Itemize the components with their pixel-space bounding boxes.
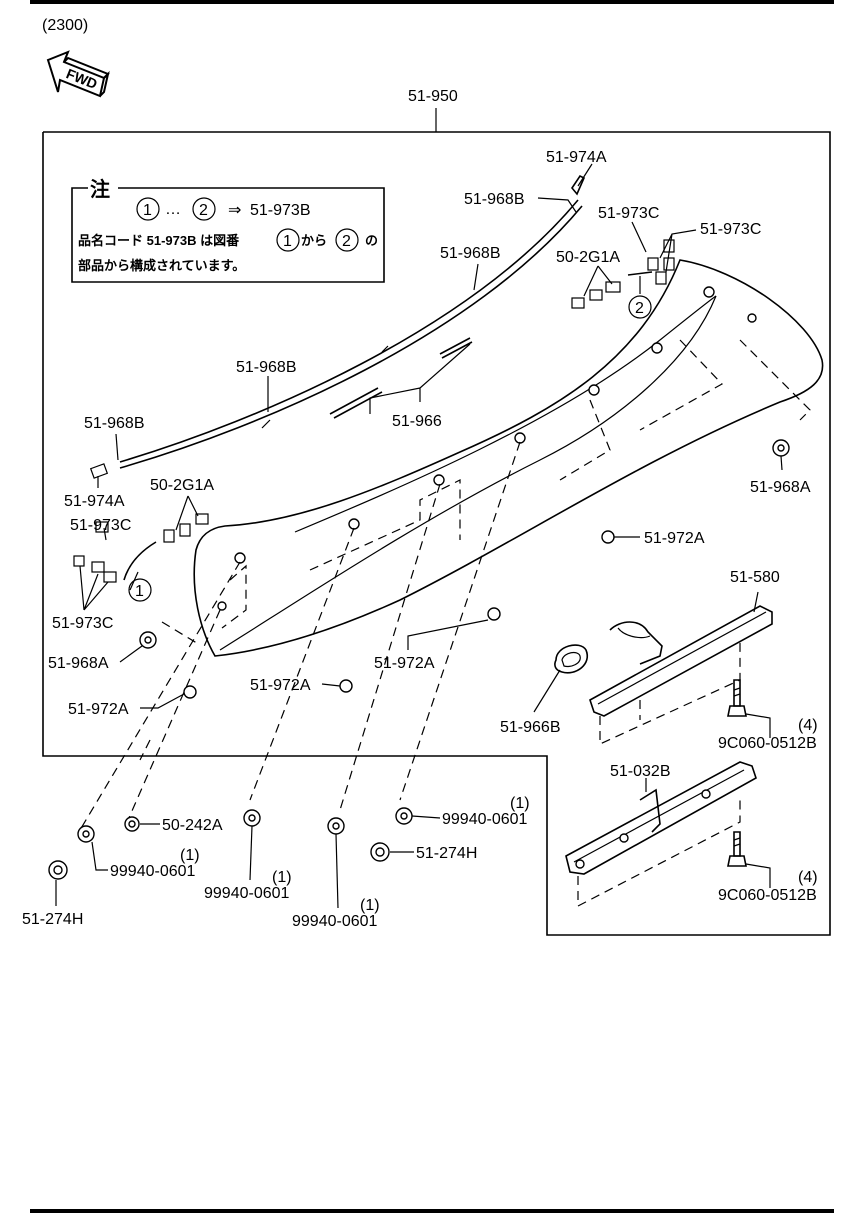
note-line1-c: の [365, 233, 378, 248]
label-circle-1: 1 [135, 583, 144, 600]
note-arrow: ⇒ [228, 202, 241, 219]
assembly-box [42, 131, 831, 936]
note-line1-circle-2: 2 [342, 233, 351, 250]
trim-strips [119, 174, 586, 469]
label-51-274H-l: 51-274H [22, 911, 83, 928]
label-51-974A-left: 51-974A [64, 493, 125, 510]
label-51-968A-right: 51-968A [750, 479, 811, 496]
note-circle-2: 2 [199, 202, 208, 219]
bottom-rule [30, 1209, 834, 1213]
label-51-966B: 51-966B [500, 719, 561, 736]
label-51-968B-far: 51-968B [84, 415, 145, 432]
fwd-arrow-icon: FWD [46, 50, 110, 98]
label-99940-m1: 99940-0601 [204, 885, 290, 902]
label-51-972A-mid: 51-972A [374, 655, 435, 672]
label-51-974A-top: 51-974A [546, 149, 607, 166]
label-qty-1-m2: (1) [360, 897, 380, 914]
note-ellipsis: … [165, 201, 181, 218]
label-9C060-a: 9C060-0512B [718, 735, 817, 752]
label-51-973C-a: 51-973C [598, 205, 659, 222]
ref-circle-1 [128, 578, 152, 602]
note-part: 51-973B [250, 202, 311, 219]
label-51-972A-right: 51-972A [644, 530, 705, 547]
fastener-leaders [79, 441, 521, 831]
label-51-968B-left: 51-968B [236, 359, 297, 376]
label-51-968B-mid: 51-968B [440, 245, 501, 262]
label-51-973C-left-bot: 51-973C [52, 615, 113, 632]
loose-hardware [48, 807, 413, 880]
label-qty-1-m1: (1) [272, 869, 292, 886]
label-51-274H-r: 51-274H [416, 845, 477, 862]
label-qty-4a: (4) [798, 717, 818, 734]
label-51-580: 51-580 [730, 569, 780, 586]
label-51-972A-center: 51-972A [250, 677, 311, 694]
note-line1-circle-1: 1 [283, 233, 292, 250]
part-labels: 51-974A 51-968B 51-973C 51-973C 51-968B … [22, 149, 818, 930]
label-50-242A: 50-242A [162, 817, 223, 834]
note-line2: 部品から構成されています。 [78, 258, 245, 273]
lamp-bracket-032B [565, 761, 757, 907]
note-box: 注 1 … 2 ⇒ 51-973B 品名コード 51-973B は図番 1 から… [71, 177, 385, 283]
label-51-972A-left: 51-972A [68, 701, 129, 718]
label-51-968A-left: 51-968A [48, 655, 109, 672]
label-circle-2: 2 [635, 300, 644, 317]
label-51-950: 51-950 [408, 88, 458, 105]
label-51-973C-b: 51-973C [700, 221, 761, 238]
label-qty-4b: (4) [798, 869, 818, 886]
label-51-968B-top: 51-968B [464, 191, 525, 208]
label-50-2G1A-top: 50-2G1A [556, 249, 620, 266]
label-51-973C-left-top: 51-973C [70, 517, 131, 534]
label-51-032B: 51-032B [610, 763, 671, 780]
small-parts [73, 239, 790, 699]
label-99940-m2: 99940-0601 [292, 913, 378, 930]
note-line1-b: から [301, 233, 327, 248]
label-9C060-b: 9C060-0512B [718, 887, 817, 904]
tailgate-panel [161, 259, 824, 657]
ref-circle-2 [628, 295, 652, 319]
note-header: 注 [90, 177, 110, 201]
label-99940-l: 99940-0601 [110, 863, 196, 880]
top-rule [30, 0, 834, 4]
label-51-966: 51-966 [392, 413, 442, 430]
label-qty-1-l: (1) [180, 847, 200, 864]
label-50-2G1A-left: 50-2G1A [150, 477, 214, 494]
label-99940-r: 99940-0601 [442, 811, 528, 828]
label-qty-1-r: (1) [510, 795, 530, 812]
lamp-assembly-580 [589, 605, 773, 745]
diagram-code: (2300) [42, 17, 88, 34]
note-line1-a: 品名コード 51-973B は図番 [78, 233, 240, 248]
note-circle-1: 1 [143, 202, 152, 219]
leader-lines [55, 163, 783, 909]
